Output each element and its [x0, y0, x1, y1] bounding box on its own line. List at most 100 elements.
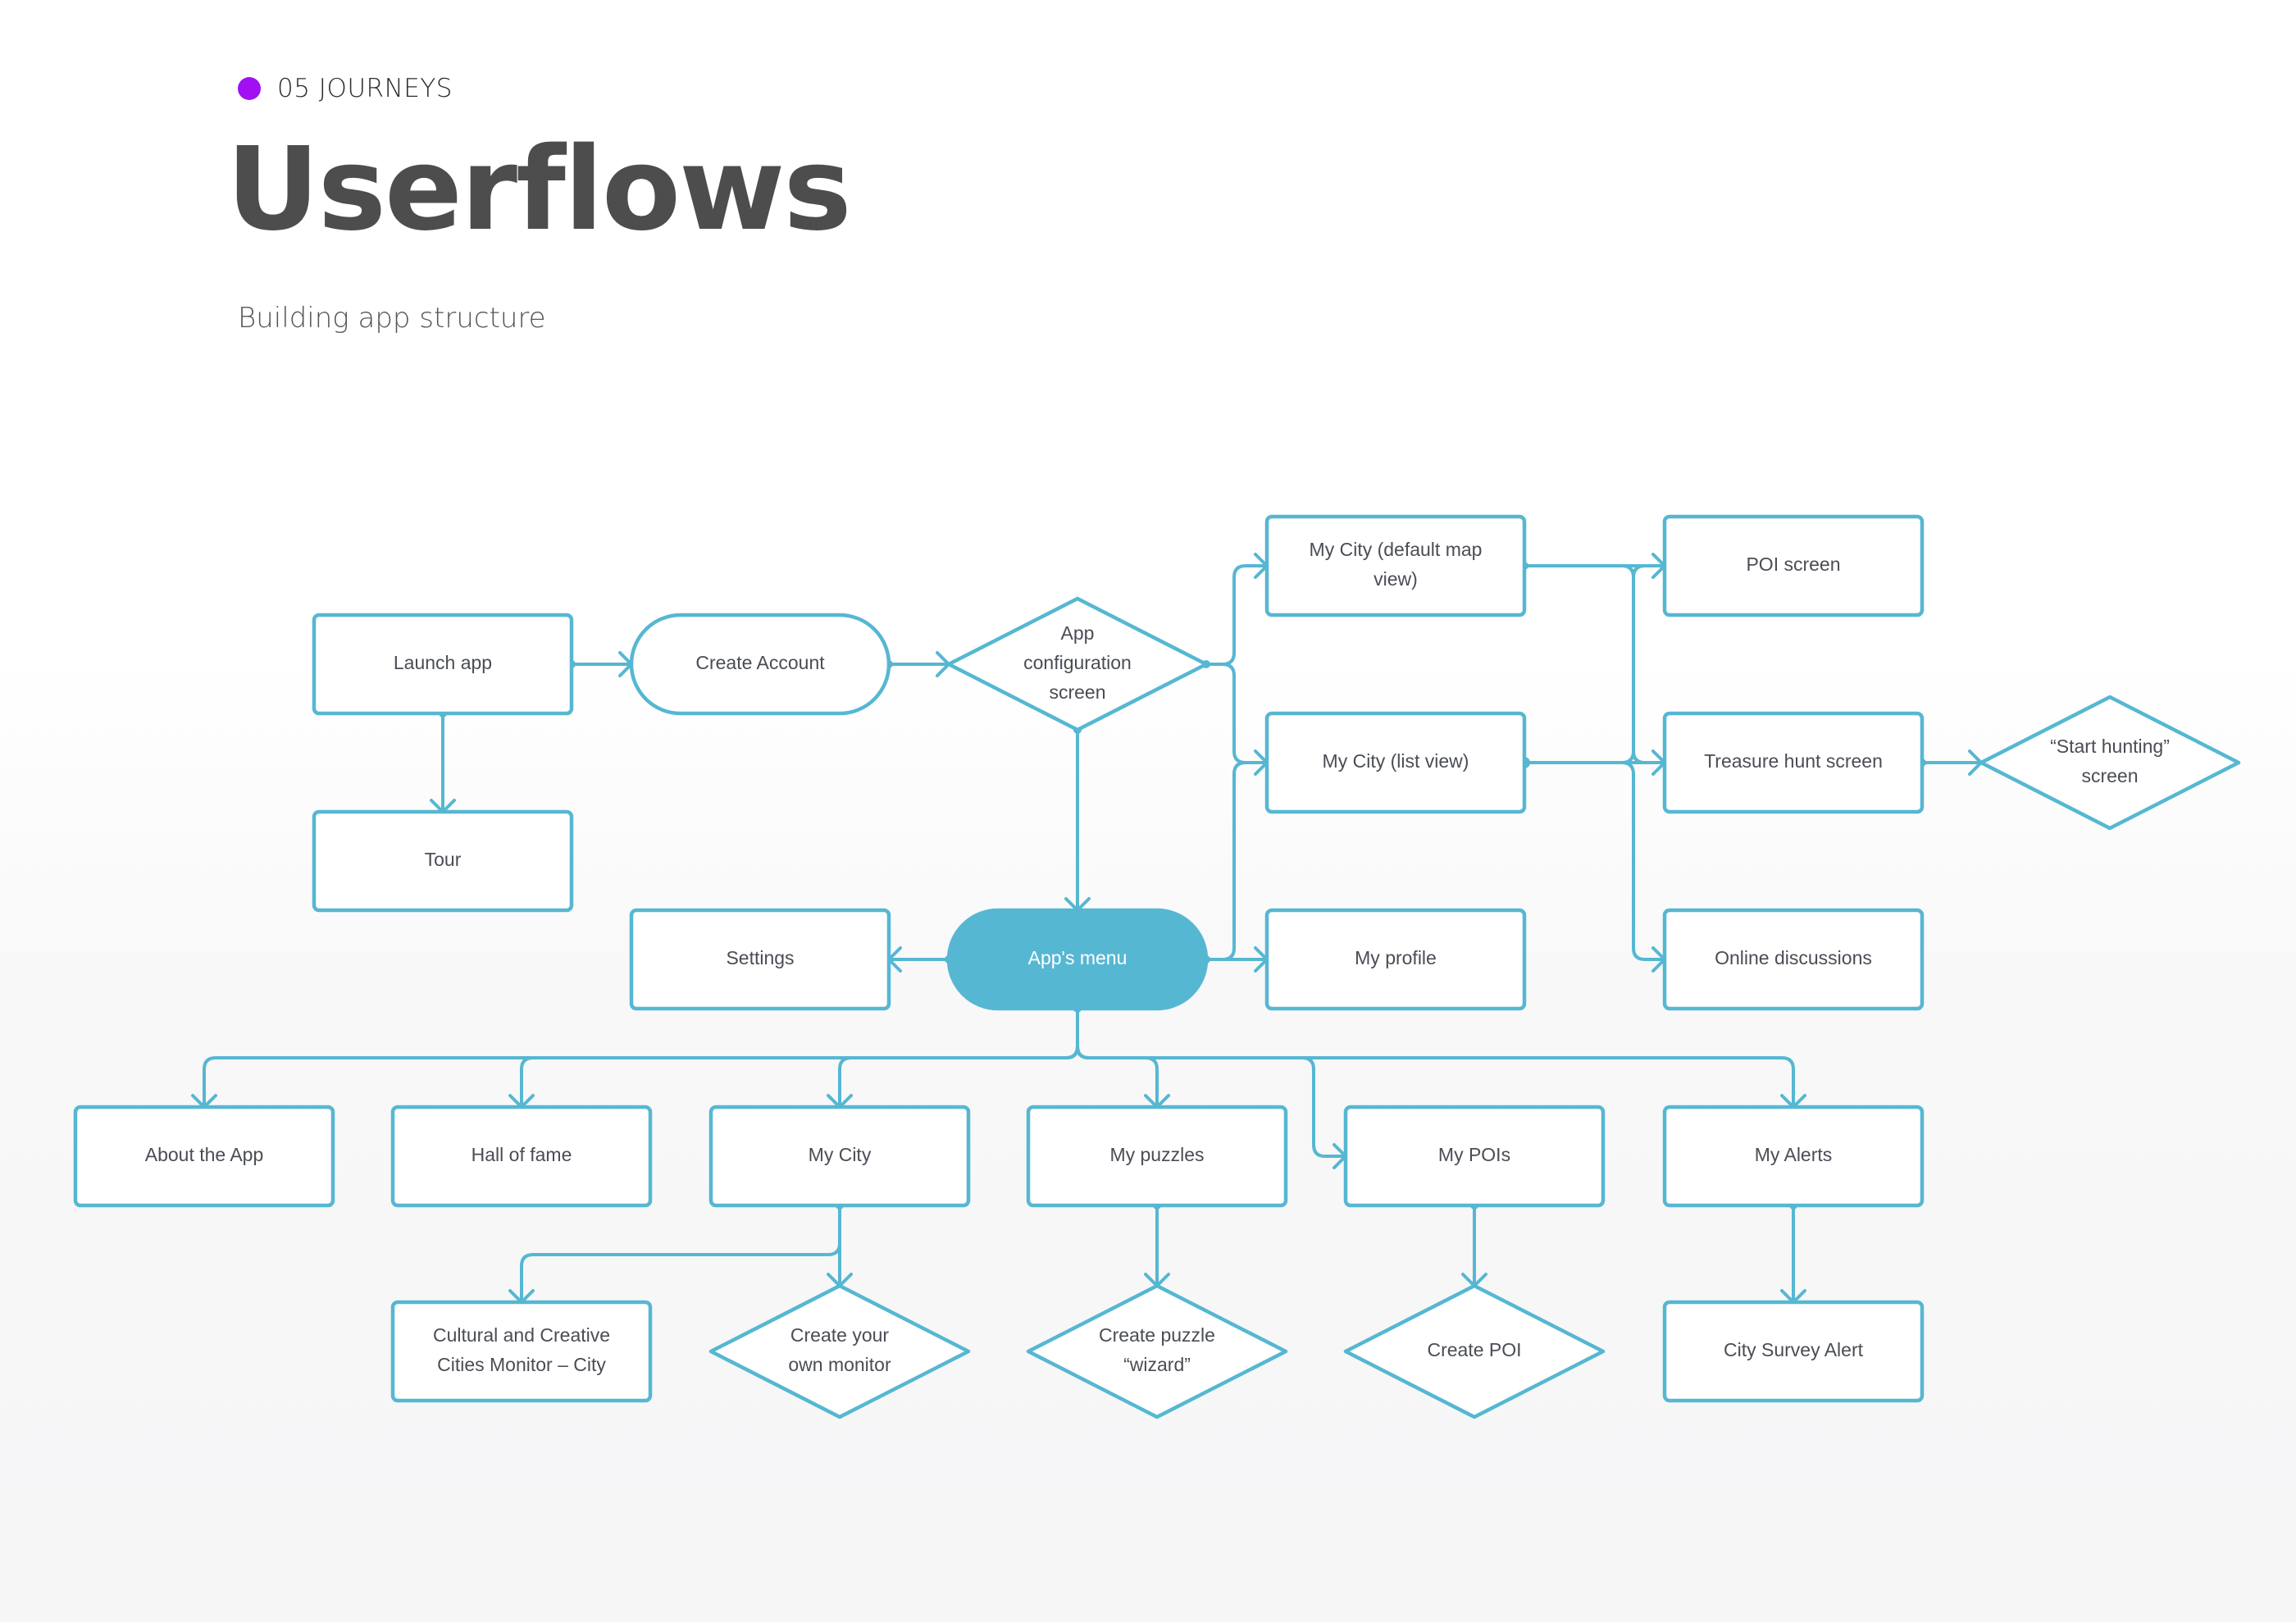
node-label: Create puzzle — [1099, 1324, 1215, 1346]
node-label: view) — [1374, 568, 1418, 590]
page-title: Userflows — [226, 123, 852, 257]
node-start-hunting[interactable]: “Start hunting”screen — [1979, 695, 2241, 831]
node-label: “wizard” — [1123, 1354, 1191, 1375]
connector-line — [1221, 663, 1269, 764]
page-subtitle: Building app structure — [238, 302, 546, 335]
node-hall-of-fame[interactable]: Hall of fame — [390, 1105, 653, 1208]
edge-app-config-to-mycity-map — [1202, 553, 1269, 668]
connector-line — [1205, 761, 1247, 961]
edge-apps-menu-to-my-alerts — [1076, 1007, 1806, 1109]
node-label: configuration — [1023, 652, 1132, 673]
node-label: Settings — [726, 947, 794, 968]
process-shape — [1662, 711, 1925, 814]
edge-my-pois-to-create-poi — [1461, 1201, 1487, 1287]
node-label: My profile — [1355, 947, 1437, 968]
connector-line — [1076, 1007, 1795, 1109]
node-label: Create Account — [695, 652, 825, 673]
edge-mycity-list-to-treasure-hunt — [1519, 749, 1666, 776]
connector-line — [1205, 564, 1269, 666]
process-shape — [1026, 1105, 1288, 1208]
process-shape — [312, 809, 574, 913]
node-label: App — [1061, 622, 1095, 644]
edge-my-alerts-to-city-survey-alert — [1780, 1201, 1806, 1304]
node-city-survey-alert[interactable]: City Survey Alert — [1662, 1300, 1925, 1403]
node-label: City Survey Alert — [1724, 1339, 1864, 1360]
node-label: Online discussions — [1715, 947, 1872, 968]
edge-app-config-to-mycity-list — [1221, 663, 1269, 776]
node-mycity-map[interactable]: My City (default map view) — [1264, 514, 1527, 617]
node-create-account[interactable]: Create Account — [629, 613, 891, 716]
section-tag: 05 JOURNEYS — [238, 74, 453, 103]
edge-my-city-to-create-monitor — [827, 1204, 853, 1287]
process-shape — [1662, 1300, 1925, 1403]
node-label: My City — [809, 1144, 872, 1165]
edge-app-config-to-apps-menu — [1064, 726, 1091, 912]
section-dot-icon — [238, 77, 261, 100]
edge-my-city-to-cccm-city — [508, 1201, 844, 1304]
process-shape — [73, 1105, 335, 1208]
process-shape — [1343, 1105, 1606, 1208]
edge-launch-to-tour — [430, 709, 456, 813]
node-poi-screen[interactable]: POI screen — [1662, 514, 1925, 617]
decision-shape — [1026, 1283, 1288, 1419]
terminal-shape — [629, 613, 891, 716]
connector-line — [838, 1007, 1079, 1109]
terminal-shape — [946, 908, 1209, 1011]
node-my-profile[interactable]: My profile — [1264, 908, 1527, 1011]
node-label: App's menu — [1028, 947, 1128, 968]
node-label: Treasure hunt screen — [1704, 750, 1883, 772]
decision-shape — [1343, 1283, 1606, 1419]
node-label: POI screen — [1746, 554, 1840, 575]
connector-line — [520, 1204, 841, 1304]
node-label: screen — [2081, 765, 2138, 786]
edge-my-puzzles-to-create-puzzle — [1144, 1201, 1170, 1287]
node-apps-menu[interactable]: App's menu — [946, 908, 1209, 1011]
node-create-puzzle[interactable]: Create puzzle “wizard” — [1026, 1283, 1288, 1419]
edge-apps-menu-to-mycity-list — [1205, 761, 1247, 961]
process-shape — [1264, 711, 1527, 814]
section-label: 05 JOURNEYS — [277, 74, 453, 103]
node-label: My Alerts — [1755, 1144, 1833, 1165]
node-my-alerts[interactable]: My Alerts — [1662, 1105, 1925, 1208]
process-shape — [390, 1105, 653, 1208]
connector-line — [1620, 761, 1666, 961]
node-my-puzzles[interactable]: My puzzles — [1026, 1105, 1288, 1208]
node-treasure-hunt[interactable]: Treasure hunt screen — [1662, 711, 1925, 814]
node-settings[interactable]: Settings — [629, 908, 891, 1011]
edge-apps-menu-to-my-city — [827, 1007, 1079, 1109]
node-label: My City (default map — [1310, 539, 1483, 560]
node-label: My puzzles — [1109, 1144, 1204, 1165]
node-tour[interactable]: Tour — [312, 809, 574, 913]
node-about[interactable]: About the App — [73, 1105, 335, 1208]
process-shape — [708, 1105, 971, 1208]
node-launch[interactable]: Launch app — [312, 613, 574, 716]
node-label: Cultural and Creative — [433, 1324, 610, 1346]
edge-apps-menu-to-settings — [887, 946, 953, 973]
node-my-city[interactable]: My City — [708, 1105, 971, 1208]
node-mycity-list[interactable]: My City (list view) — [1264, 711, 1527, 814]
node-app-config[interactable]: App configuration screen — [946, 596, 1209, 732]
node-label: Create POI — [1427, 1339, 1521, 1360]
node-label: screen — [1049, 681, 1105, 703]
edge-mycity-list-to-poi-screen — [1620, 564, 1647, 764]
node-label: Cities Monitor – City — [437, 1354, 606, 1375]
process-shape — [1662, 1105, 1925, 1208]
node-label: About the App — [145, 1144, 264, 1165]
node-online-discussions[interactable]: Online discussions — [1662, 908, 1925, 1011]
node-create-monitor[interactable]: Create your own monitor — [708, 1283, 971, 1419]
edge-treasure-hunt-to-start-hunting — [1918, 749, 1983, 776]
decision-shape — [946, 596, 1209, 732]
process-shape — [390, 1300, 653, 1403]
connector-line — [1620, 564, 1647, 764]
node-my-pois[interactable]: My POIs — [1343, 1105, 1606, 1208]
edge-mycity-list-to-online-discussions — [1620, 761, 1666, 973]
process-shape — [1264, 514, 1527, 617]
node-create-poi[interactable]: Create POI — [1343, 1283, 1606, 1419]
node-label: Hall of fame — [472, 1144, 572, 1165]
decision-shape — [1979, 695, 2241, 831]
node-label: Create your — [790, 1324, 890, 1346]
node-label: own monitor — [788, 1354, 891, 1375]
